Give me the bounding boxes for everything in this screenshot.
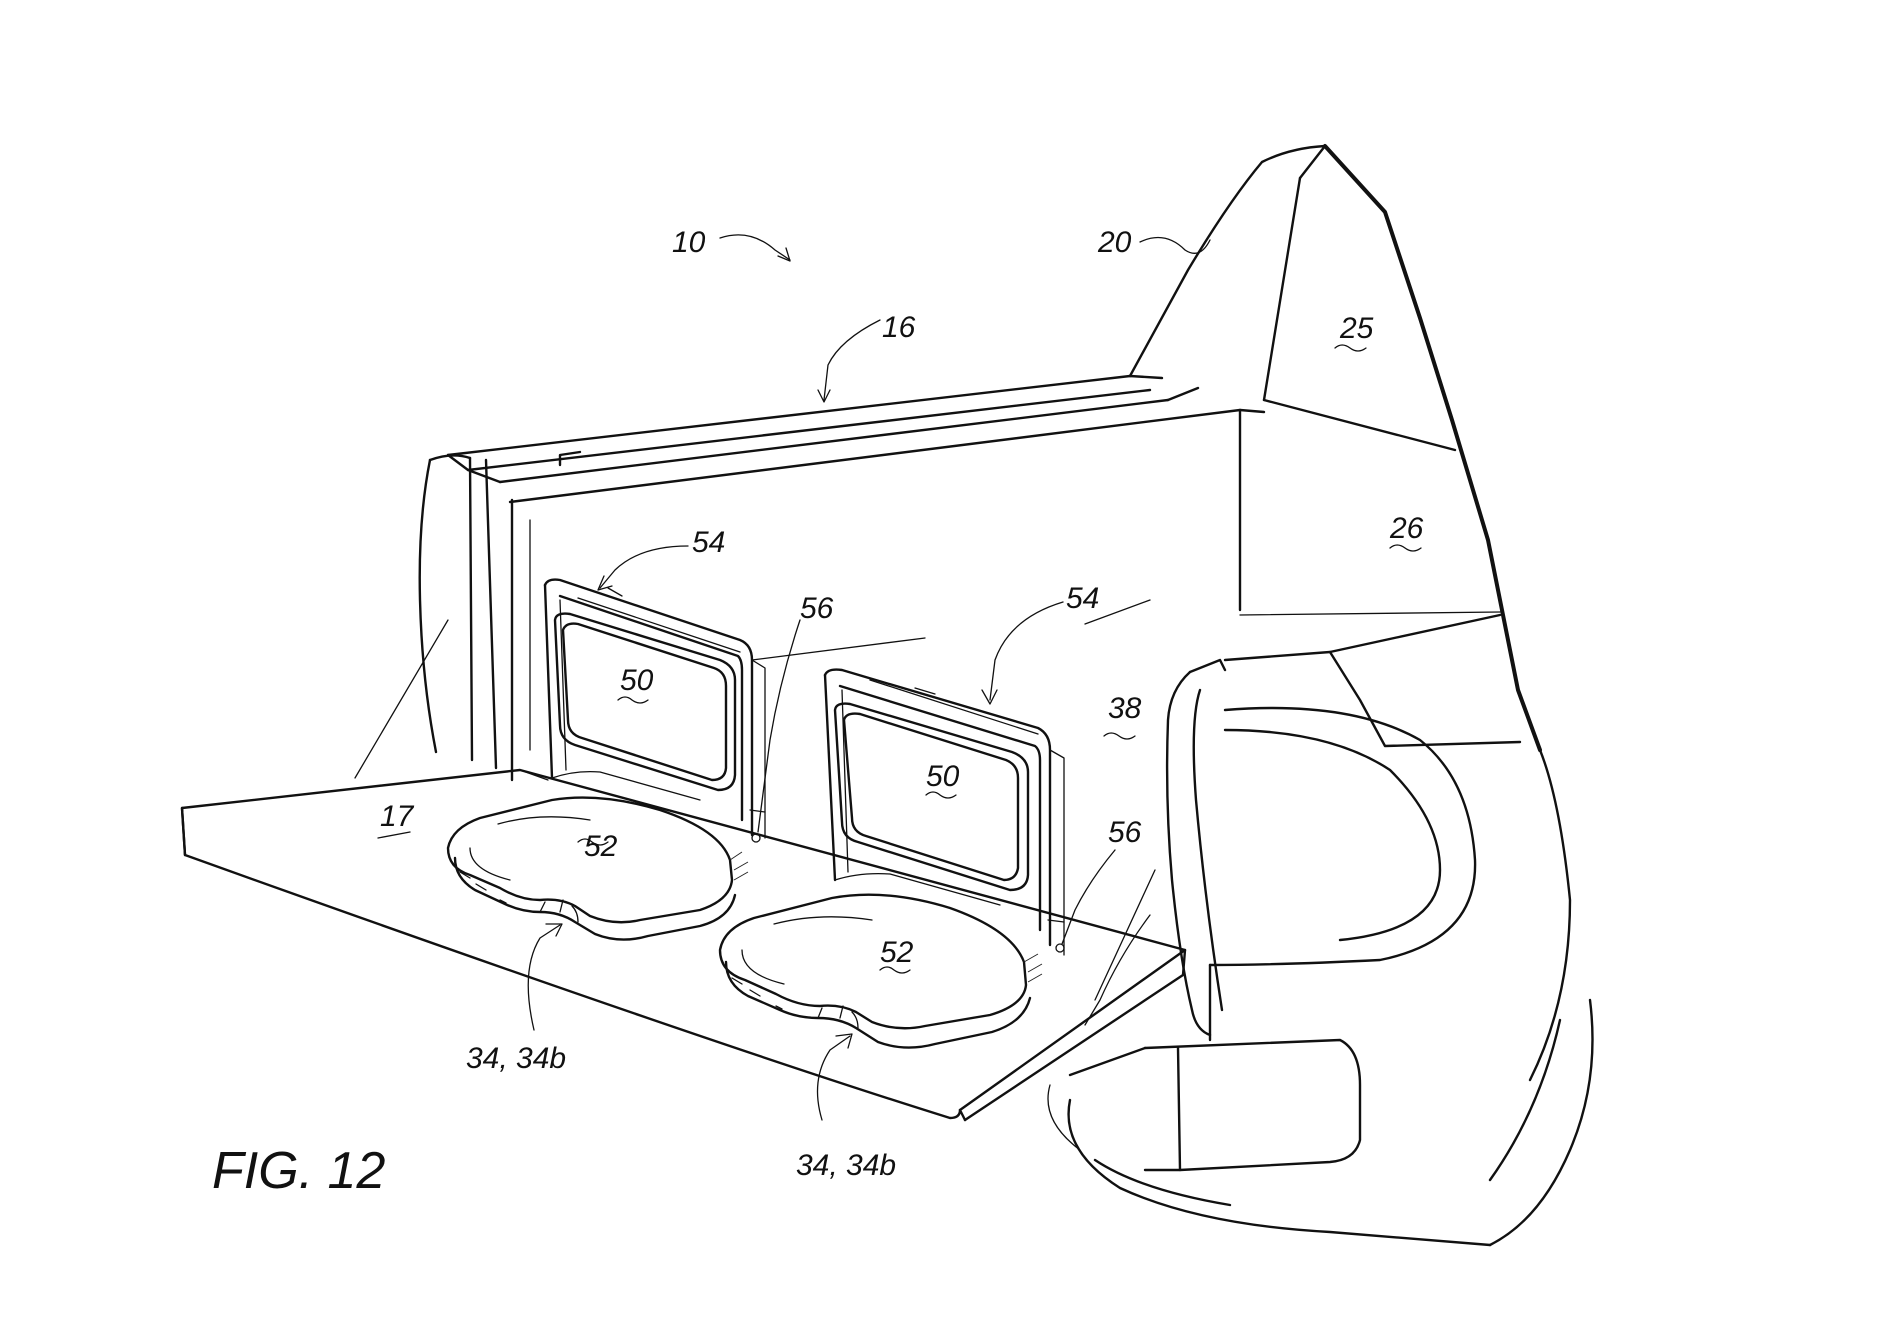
tailgate-left-pillar (354, 454, 514, 782)
label-38: 38 (1108, 692, 1142, 725)
leader-lines (377, 234, 1422, 1121)
label-52-right: 52 (880, 936, 914, 969)
tailgate-panel (180, 768, 1187, 1122)
label-54-right: 54 (1066, 582, 1099, 615)
reference-labels: 10 20 16 25 26 54 54 56 56 38 50 50 17 5… (212, 226, 1424, 1200)
label-16: 16 (882, 311, 916, 344)
figure-caption: FIG. 12 (212, 1142, 385, 1200)
rear-bumper (1047, 1038, 1492, 1247)
label-26: 26 (1389, 512, 1424, 545)
strap-anchors (751, 833, 1065, 953)
label-34-right: 34, 34b (796, 1149, 896, 1182)
label-52-left: 52 (584, 830, 618, 863)
label-34-left: 34, 34b (466, 1042, 566, 1075)
seat-right (718, 668, 1065, 1049)
label-50-left: 50 (620, 664, 654, 697)
label-56-upper: 56 (800, 592, 834, 625)
label-17: 17 (380, 800, 415, 833)
label-50-right: 50 (926, 760, 960, 793)
label-10: 10 (672, 226, 706, 259)
label-20: 20 (1097, 226, 1132, 259)
bed-inner-wall (751, 599, 1501, 661)
label-56-lower: 56 (1108, 816, 1142, 849)
label-54-left: 54 (692, 526, 725, 559)
label-25: 25 (1339, 312, 1374, 345)
bed-side-rail (446, 374, 1266, 751)
fender-wheel-well (1165, 613, 1594, 1247)
cab-rear-pillar (1128, 144, 1542, 752)
